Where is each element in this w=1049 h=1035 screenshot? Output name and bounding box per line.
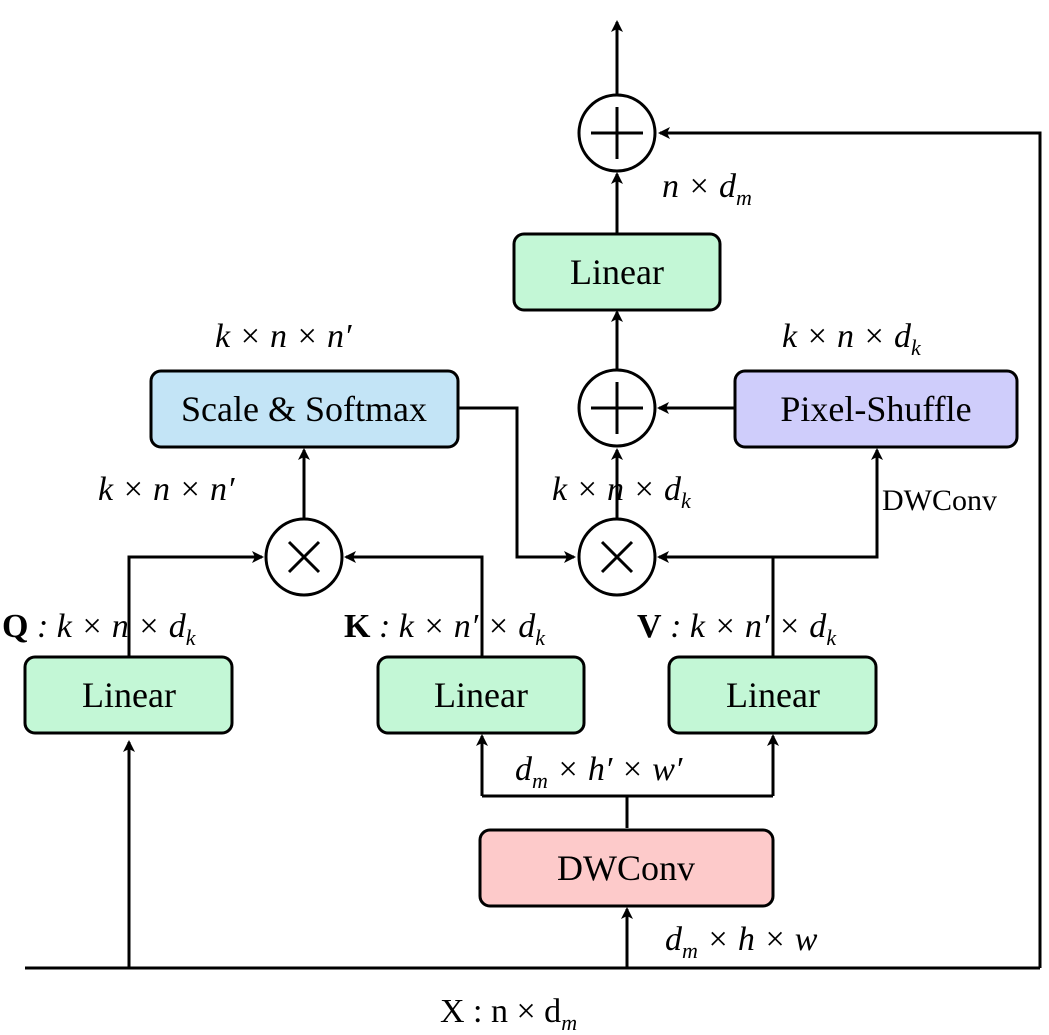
arrow-q-to-matmul	[127, 551, 264, 657]
residual-add-operator	[577, 93, 657, 173]
pixel-shuffle-box: Pixel-Shuffle	[733, 369, 1019, 449]
arrow-k-to-matmul	[344, 551, 484, 657]
dwconv-output-dim-label: dm × h′ × w′	[515, 751, 683, 793]
dwconv-side-label: DWConv	[882, 484, 997, 517]
linear-q-box: Linear	[23, 655, 234, 735]
arrow-softmax-to-matmul2	[458, 406, 576, 563]
dwconv-box: DWConv	[478, 828, 775, 908]
linear-top-box: Linear	[512, 232, 722, 312]
pixel-shuffle-dim-label: k × n × dk	[782, 318, 922, 360]
add-operator	[577, 368, 657, 448]
arrow-v-to-pixel-shuffle	[773, 448, 883, 559]
linear-k-label: Linear	[434, 675, 528, 715]
output-dim-label: n × dm	[662, 168, 752, 210]
linear-k-box: Linear	[376, 655, 586, 735]
matmul-qk-operator	[264, 517, 344, 597]
linear-q-label: Linear	[82, 675, 176, 715]
input-spatial-dim-label: dm × h × w	[665, 921, 818, 963]
q-dim-label: Q : k × n × dk	[2, 608, 197, 650]
linear-v-label: Linear	[726, 675, 820, 715]
attention-dim-mid-label: k × n × n′	[98, 471, 235, 508]
linear-v-box: Linear	[667, 655, 878, 735]
residual-connection	[658, 127, 1042, 968]
attention-dim-top-label: k × n × n′	[215, 318, 352, 355]
pixel-shuffle-label: Pixel-Shuffle	[780, 389, 971, 429]
v-dim-label: V : k × n′ × dk	[637, 608, 837, 650]
k-dim-label: K : k × n′ × dk	[344, 608, 546, 650]
scale-softmax-label: Scale & Softmax	[181, 389, 427, 429]
scale-softmax-box: Scale & Softmax	[149, 369, 460, 449]
matmul-output-dim-label: k × n × dk	[552, 471, 692, 513]
linear-top-label: Linear	[570, 252, 664, 292]
dwconv-label: DWConv	[557, 848, 695, 888]
matmul-av-operator	[577, 517, 657, 597]
input-x-label: X : n × dm	[440, 993, 577, 1035]
